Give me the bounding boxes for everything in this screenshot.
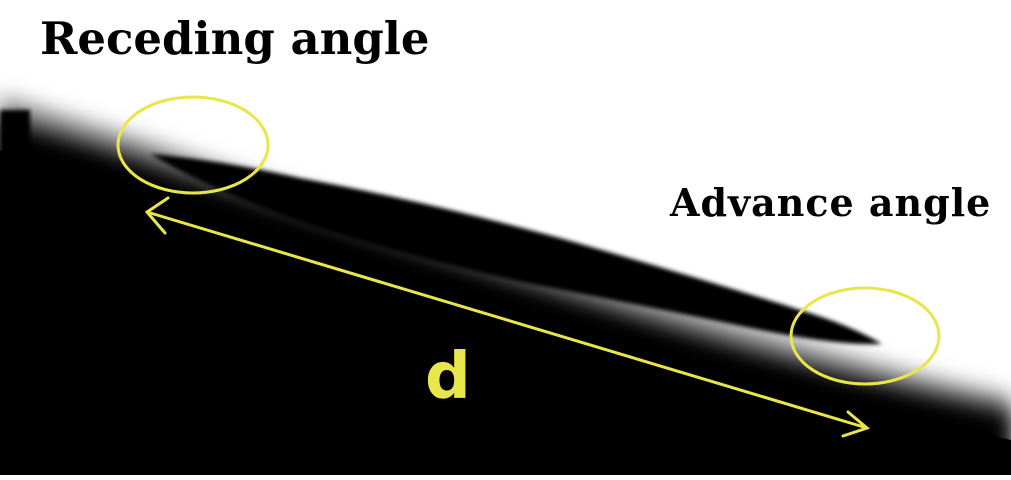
left-dark-band: [0, 110, 30, 475]
receding-angle-label: Receding angle: [40, 12, 430, 65]
advance-angle-label: Advance angle: [670, 180, 991, 225]
distance-label: d: [425, 340, 471, 414]
